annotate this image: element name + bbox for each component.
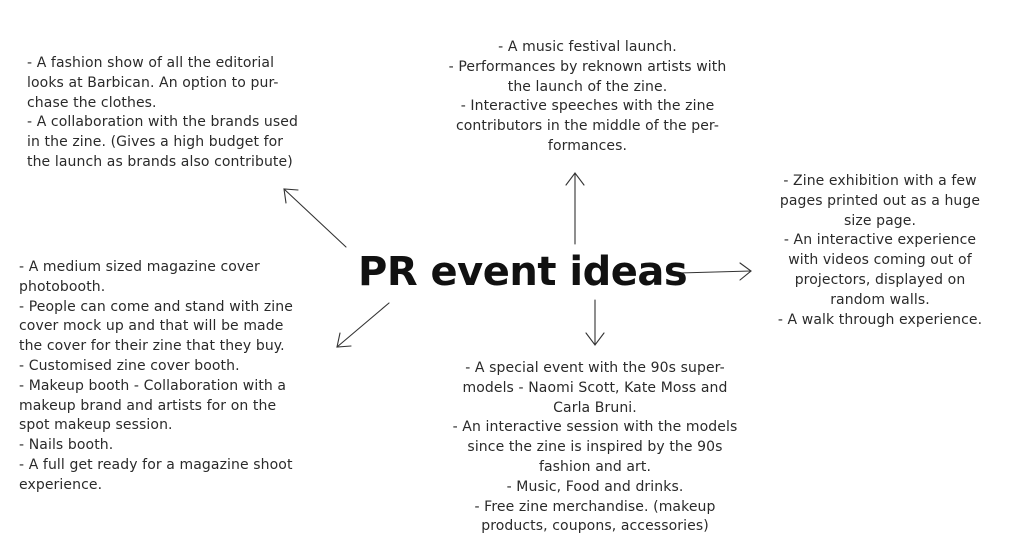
note-line: fashion and art.: [538, 458, 652, 475]
note-line: cover mock up and that will be made: [19, 318, 284, 335]
note-line: random walls.: [830, 291, 930, 308]
arrow-left: [336, 302, 390, 348]
note-line: makeup brand and artists for on the: [19, 397, 277, 414]
note-line: models - Naomi Scott, Kate Moss and: [462, 379, 728, 396]
note-line: looks at Barbican. An option to pur-: [27, 74, 279, 91]
note-line: - A special event with the 90s super-: [465, 360, 725, 376]
note-top-left: - A fashion show of all the editorial loo…: [27, 54, 337, 173]
note-line: spot makeup session.: [19, 417, 173, 434]
note-line: Carla Bruni.: [553, 399, 637, 416]
arrow-top-left: [283, 188, 347, 248]
note-bottom: - A special event with the 90s super-mod…: [430, 359, 760, 537]
note-line: - A medium sized magazine cover: [19, 259, 260, 275]
note-line: - Customised zine cover booth.: [19, 357, 240, 374]
note-line: - Zine exhibition with a few: [783, 173, 977, 189]
arrow-bottom: [585, 299, 605, 346]
note-line: - Nails booth.: [19, 437, 114, 454]
note-line: in the zine. (Gives a high budget for: [27, 134, 284, 151]
note-line: - Interactive speeches with the zine: [460, 98, 715, 115]
note-line: - A walk through experience.: [777, 311, 983, 328]
note-line: chase the clothes.: [27, 94, 157, 111]
note-line: - An interactive experience: [783, 232, 977, 249]
note-line: photobooth.: [19, 278, 106, 295]
note-line: - A collaboration with the brands used: [27, 114, 298, 131]
note-line: - A music festival launch.: [498, 39, 677, 55]
arrow-right: [678, 262, 752, 281]
arrow-top: [565, 172, 585, 245]
note-line: projectors, displayed on: [794, 271, 966, 288]
note-line: since the zine is inspired by the 90s: [467, 439, 723, 456]
note-line: the cover for their zine that they buy.: [19, 338, 285, 355]
note-line: the launch of the zine.: [507, 78, 668, 95]
note-line: - Free zine merchandise. (makeup: [474, 498, 716, 515]
note-line: - Performances by reknown artists with: [448, 58, 727, 75]
note-line: products, coupons, accessories): [481, 518, 709, 535]
note-line: - Makeup booth - Collaboration with a: [19, 377, 287, 394]
note-line: with videos coming out of: [788, 252, 972, 269]
note-top: - A music festival launch. - Performances…: [420, 38, 755, 157]
note-line: - An interactive session with the models: [452, 419, 738, 436]
note-line: contributors in the middle of the per-: [455, 118, 720, 135]
note-line: - Music, Food and drinks.: [506, 478, 684, 495]
note-line: - A fashion show of all the editorial: [27, 55, 275, 71]
note-line: - A full get ready for a magazine shoot: [19, 456, 293, 473]
note-right: - Zine exhibition with a few pages printe…: [760, 172, 1000, 330]
note-line: pages printed out as a huge: [779, 192, 981, 209]
note-line: the launch as brands also contribute): [27, 153, 293, 170]
note-left: - A medium sized magazine cover photoboot…: [19, 258, 339, 496]
note-line: formances.: [547, 137, 628, 154]
note-line: - People can come and stand with zine: [19, 298, 293, 315]
diagram-title: PR event ideas: [358, 249, 688, 295]
note-line: experience.: [19, 476, 103, 493]
note-line: size page.: [843, 212, 916, 229]
